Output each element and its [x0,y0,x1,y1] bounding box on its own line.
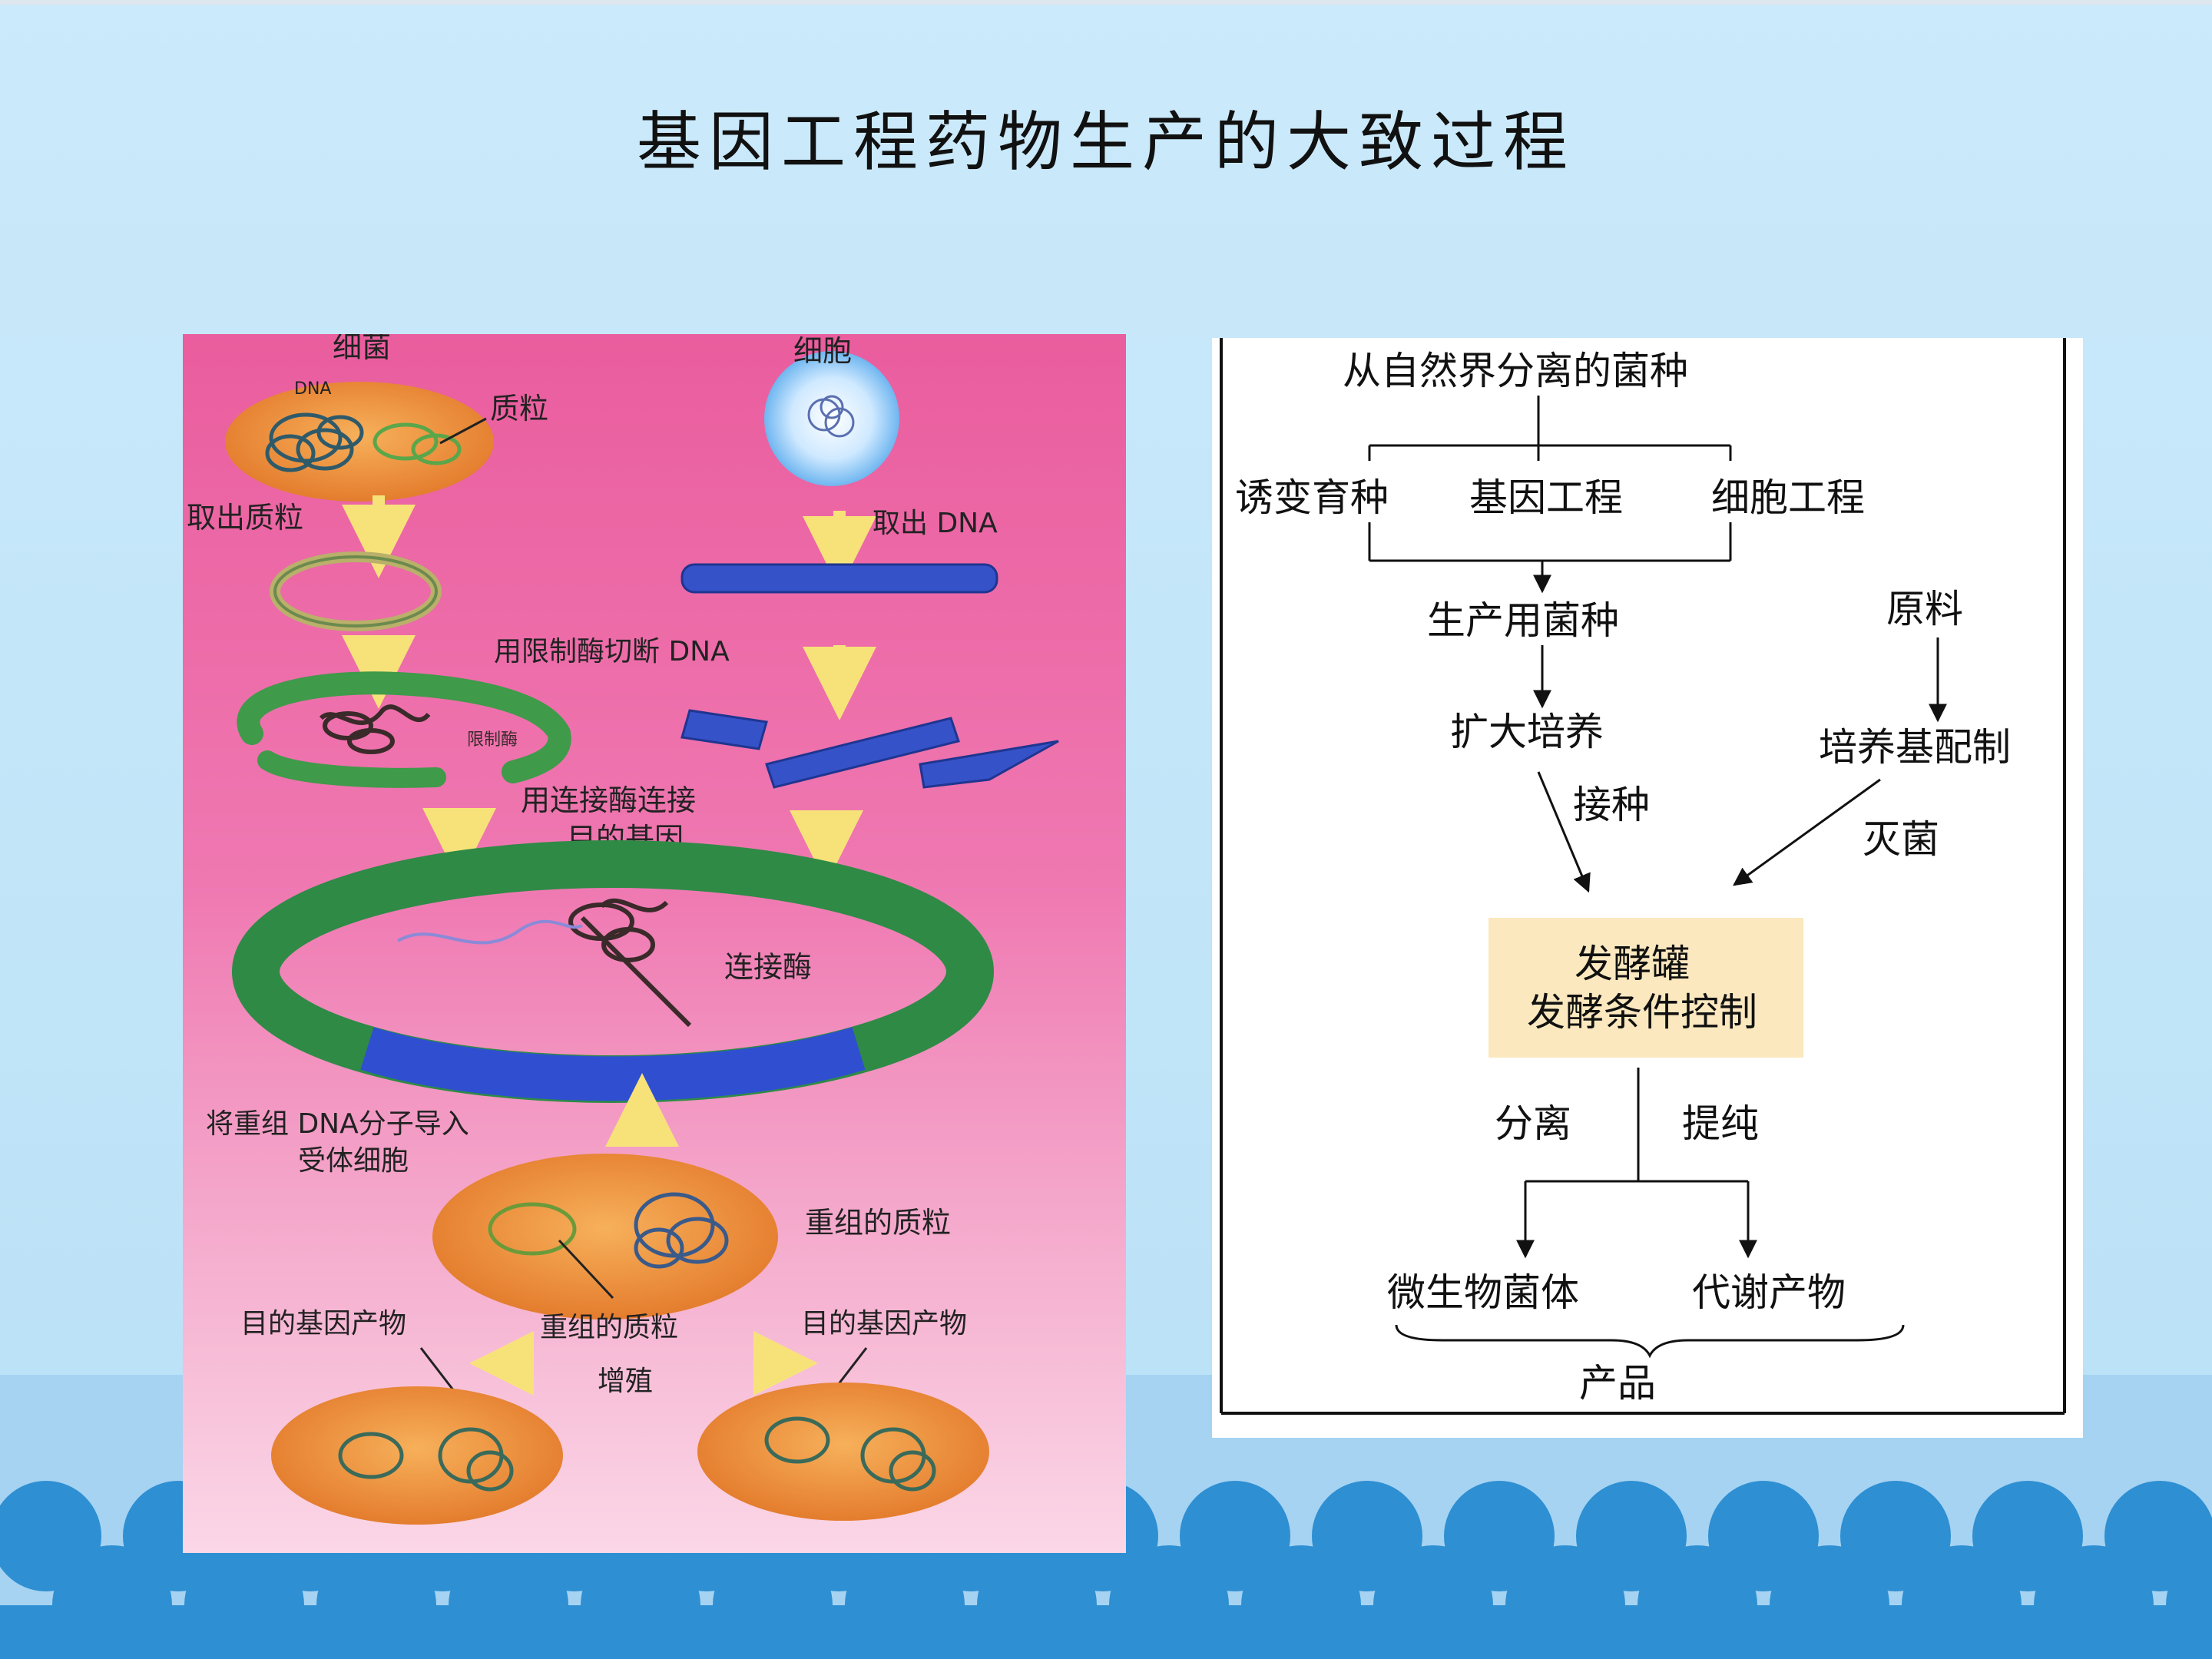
label-dna-small: DNA [294,379,331,399]
label-target-product-right: 目的基因产物 [801,1308,967,1339]
node-mutation: 诱变育种 [1235,475,1389,520]
isolated-dna-segment [680,563,998,594]
label-plasmid: 质粒 [490,392,548,426]
label-cell: 细胞 [793,334,852,368]
dna-fragment-3 [919,740,1059,789]
fermentation-flowchart: 从自然界分离的菌种 诱变育种 基因工程 细胞工程 生产用菌种 原料 扩大培养 培… [1212,338,2083,1438]
label-introduce-2: 受体细胞 [298,1145,409,1177]
node-genetic: 基因工程 [1469,475,1623,520]
recipient-dna-coil [634,1192,729,1269]
node-separate: 分离 [1495,1101,1571,1146]
daughter-bacterium-left [271,1386,563,1525]
label-recombinant-plasmid: 重组的质粒 [805,1206,951,1240]
product-brace [1395,1324,1905,1359]
node-expand: 扩大培养 [1450,710,1604,754]
ligase-enzyme [568,898,692,1028]
top-border [0,0,2212,5]
node-fermenter-2: 发酵条件控制 [1527,990,1757,1035]
label-introduce-1: 将重组 DNA分子导入 [206,1108,469,1140]
label-cut-dna: 用限制酶切断 DNA [494,636,730,667]
cut-plasmid [237,671,571,783]
label-bacterium: 细菌 [333,334,391,364]
node-medium: 培养基配制 [1819,725,2011,770]
recombinant-plasmid-ring [232,840,994,1103]
label-restriction-enzyme: 限制酶 [467,730,518,750]
genetic-engineering-illustration: 细菌 DNA 质粒 细胞 取出质粒 取出 DNA 用限制酶切断 DNA [183,334,1126,1553]
label-ligase: 连接酶 [724,950,812,984]
label-target-product-left: 目的基因产物 [240,1308,406,1339]
bacterium-dna-coil [265,412,364,472]
label-take-plasmid: 取出质粒 [187,501,303,535]
node-inoculate: 接种 [1573,783,1650,827]
label-recombinant-plasmid-center: 重组的质粒 [540,1312,678,1343]
node-cellular: 细胞工程 [1711,475,1865,520]
node-production-strain: 生产用菌种 [1427,598,1619,643]
flowchart-svg: 从自然界分离的菌种 诱变育种 基因工程 细胞工程 生产用菌种 原料 扩大培养 培… [1220,338,2066,1415]
node-metabolite: 代谢产物 [1692,1270,1846,1315]
dna-fragment-2 [765,717,960,789]
fermenter-box [1488,918,1803,1058]
node-sterilize: 灭菌 [1863,817,1939,862]
label-ligate-1: 用连接酶连接 [521,783,696,817]
label-proliferate: 增殖 [598,1366,653,1397]
dna-fragment-1 [680,709,768,750]
bacterium-plasmid [373,422,462,465]
node-product: 产品 [1579,1361,1656,1406]
cell-dna-coil [807,395,855,438]
slide-title: 基因工程药物生产的大致过程 [636,104,1575,180]
label-take-dna: 取出 DNA [873,508,998,539]
node-raw-material: 原料 [1886,587,1963,631]
node-isolate: 从自然界分离的菌种 [1343,349,1688,393]
node-biomass: 微生物菌体 [1387,1270,1579,1315]
inserted-dna-section [360,1027,866,1101]
illustration-svg: 细菌 DNA 质粒 细胞 取出质粒 取出 DNA 用限制酶切断 DNA [187,334,1059,1525]
restriction-enzyme-scissors [319,704,431,754]
daughter-bacterium-right [697,1382,989,1521]
node-fermenter-1: 发酵罐 [1575,942,1690,986]
node-purify: 提纯 [1682,1101,1759,1146]
recipient-bacterium [432,1154,778,1320]
